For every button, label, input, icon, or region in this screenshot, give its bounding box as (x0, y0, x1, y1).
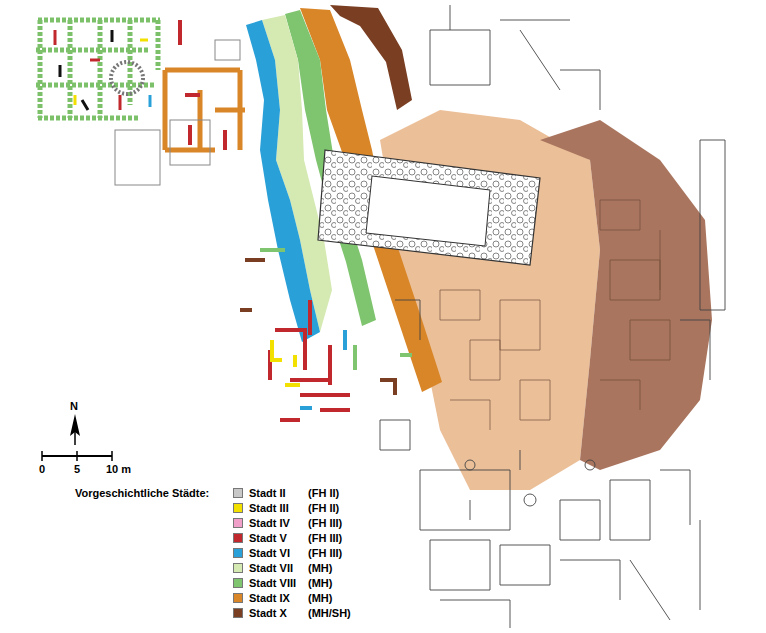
legend-text: Stadt VI (249, 547, 290, 560)
period-label: (FH III) (308, 547, 342, 560)
period-label: (FH II) (308, 502, 339, 515)
legend-text: Stadt IV (249, 517, 290, 530)
legend-text: Stadt IX (249, 592, 290, 605)
legend-title: Vorgeschichtliche Städte: (75, 487, 209, 500)
period-label: (MH) (308, 577, 332, 590)
legend-swatch (233, 533, 243, 543)
legend-text: Stadt VII (249, 562, 293, 575)
period-label: (MH) (308, 562, 332, 575)
legend-swatch (233, 563, 243, 573)
legend-text: Stadt III (249, 502, 289, 515)
period-label: (FH II) (308, 487, 339, 500)
scale-number: 10 m (106, 463, 131, 476)
north-label: N (70, 400, 78, 413)
period-label: (FH III) (308, 532, 342, 545)
legend-text: Stadt II (249, 487, 286, 500)
legend-text: Stadt X (249, 607, 287, 620)
legend-swatch (233, 518, 243, 528)
legend-text: Stadt VIII (249, 577, 296, 590)
scale-number: 0 (39, 463, 45, 476)
period-label: (FH III) (308, 517, 342, 530)
legend-swatch (233, 503, 243, 513)
period-label: (MH) (308, 592, 332, 605)
period-label: (MH/SH) (308, 607, 351, 620)
legend-text: Stadt V (249, 532, 287, 545)
legend-swatch (233, 578, 243, 588)
legend-swatch (233, 548, 243, 558)
legend-swatch (233, 488, 243, 498)
scale-number: 5 (74, 463, 80, 476)
legend-swatch (233, 593, 243, 603)
legend-swatch (233, 608, 243, 618)
